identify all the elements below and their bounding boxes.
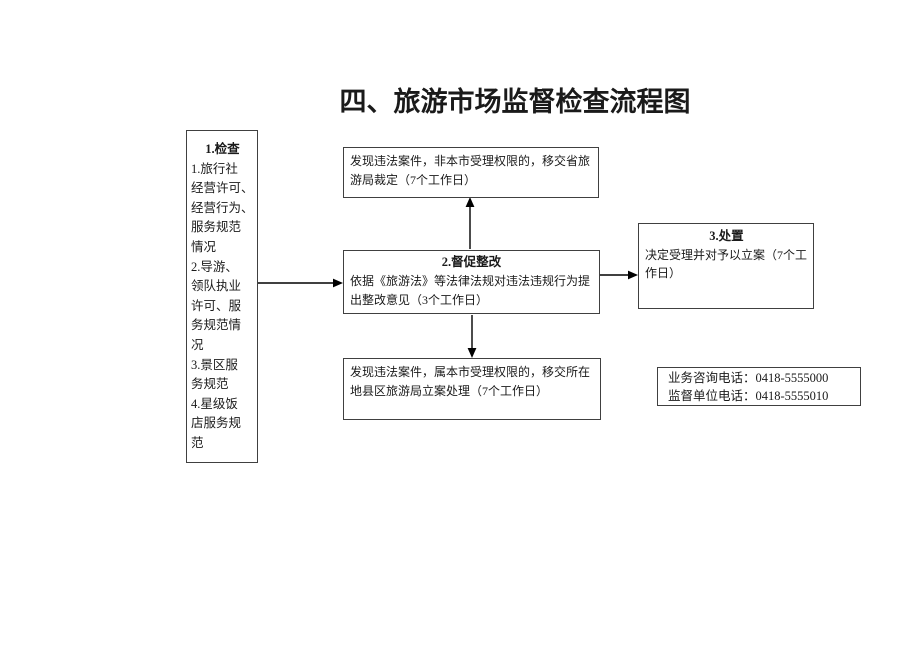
flow-box-disposal-title: 3.处置 <box>709 229 744 243</box>
flow-box-inspection: 1.检查 1.旅行社 经营许可、 经营行为、 服务规范 情况 2.导游、 领队执… <box>186 130 258 463</box>
flow-box-transfer-province-body: 发现违法案件，非本市受理权限的，移交省旅 游局裁定（7个工作日） <box>350 154 591 187</box>
flow-box-rectify-title: 2.督促整改 <box>441 255 502 269</box>
contact-info-box: 业务咨询电话：0418-5555000 监督单位电话：0418-5555010 <box>657 367 861 406</box>
flow-box-transfer-county-body: 发现违法案件，属本市受理权限的，移交所在 地县区旅游局立案处理（7个工作日） <box>350 365 591 398</box>
flow-box-inspection-title: 1.检查 <box>205 142 240 156</box>
flow-box-disposal: 3.处置 决定受理并对予以立案（7个工 作日） <box>638 223 814 309</box>
flow-box-rectify-body: 依据《旅游法》等法律法规对违法违规行为提 出整改意见（3个工作日） <box>350 274 591 307</box>
contact-consult-line: 业务咨询电话：0418-5555000 <box>668 371 829 385</box>
page-title: 四、旅游市场监督检查流程图 <box>339 87 691 117</box>
arrow-rectify-to-disposal <box>600 270 638 280</box>
flow-box-rectify: 2.督促整改 依据《旅游法》等法律法规对违法违规行为提 出整改意见（3个工作日） <box>343 250 600 314</box>
arrow-rectify-to-province <box>465 197 475 249</box>
flow-box-transfer-county: 发现违法案件，属本市受理权限的，移交所在 地县区旅游局立案处理（7个工作日） <box>343 358 601 420</box>
arrow-inspection-to-rectify <box>258 278 343 288</box>
contact-supervise-line: 监督单位电话：0418-5555010 <box>668 389 829 403</box>
flow-box-transfer-province: 发现违法案件，非本市受理权限的，移交省旅 游局裁定（7个工作日） <box>343 147 599 198</box>
arrow-rectify-to-county <box>467 315 477 358</box>
flow-box-disposal-body: 决定受理并对予以立案（7个工 作日） <box>645 247 808 281</box>
flow-box-inspection-body: 1.旅行社 经营许可、 经营行为、 服务规范 情况 2.导游、 领队执业 许可、… <box>191 161 254 450</box>
